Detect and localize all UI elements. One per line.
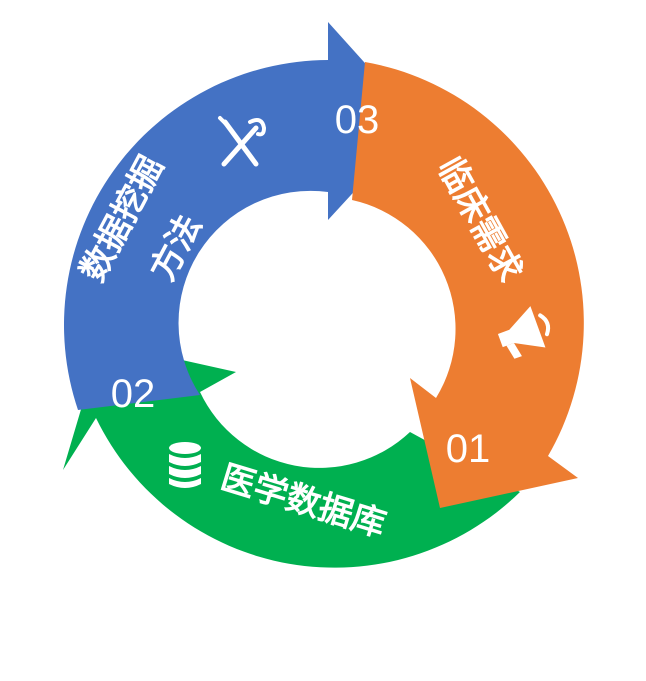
segment-01-number: 01 (446, 427, 491, 471)
segment-03-arrow (63, 22, 419, 410)
segment-02-arrow (63, 342, 520, 568)
segment-01-arrow (352, 62, 584, 508)
segment-02-number: 02 (111, 372, 156, 416)
megaphone-icon (497, 306, 551, 359)
database-icon (169, 442, 201, 488)
segment-03-number: 03 (335, 98, 380, 142)
tools-icon (218, 116, 266, 167)
